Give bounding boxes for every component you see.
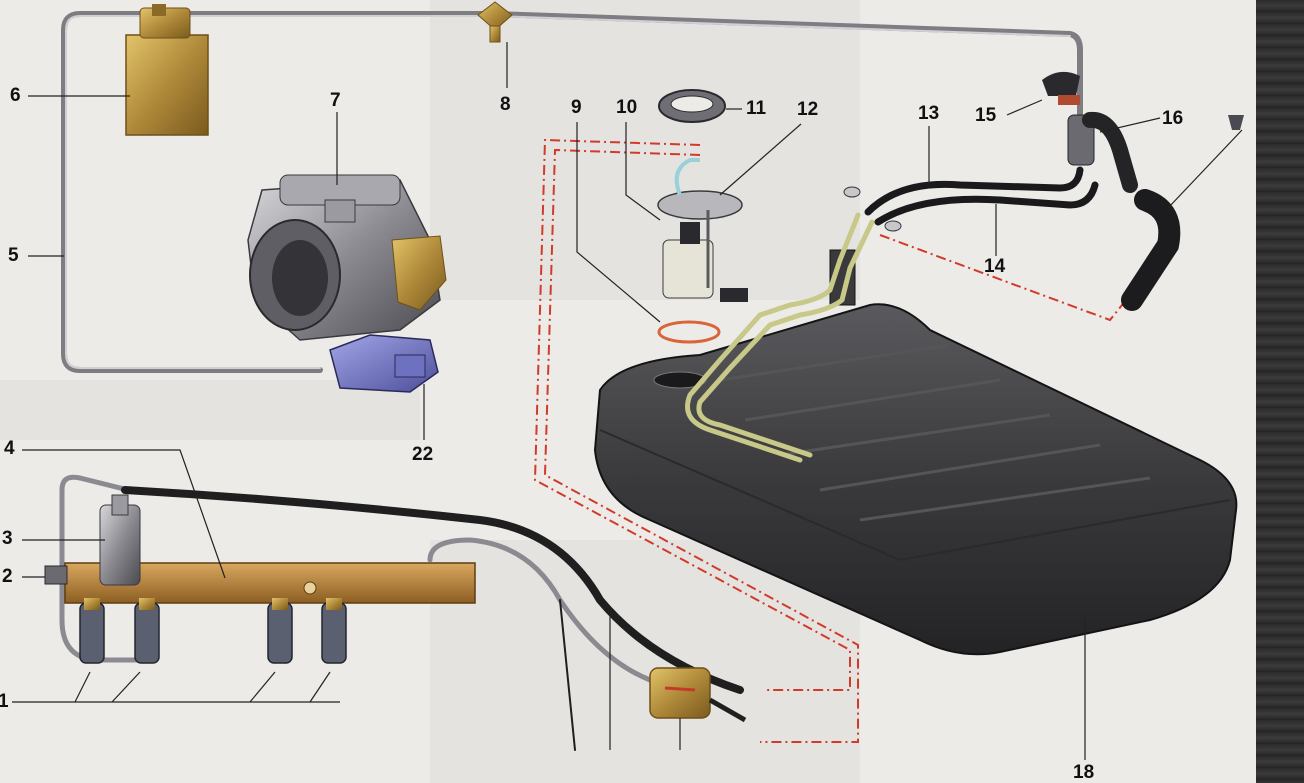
callout-2: 2 <box>2 566 13 587</box>
callout-12: 12 <box>797 99 819 120</box>
callout-18: 18 <box>1073 762 1095 783</box>
callout-13: 13 <box>918 103 940 124</box>
callout-3: 3 <box>2 528 13 549</box>
tee-connector <box>477 1 513 43</box>
o-ring-seal <box>657 320 721 344</box>
callout-15: 15 <box>975 105 997 126</box>
fuel-line-top-highlight <box>65 15 1071 369</box>
callout-1: 1 <box>0 691 9 712</box>
callout-6: 6 <box>10 85 21 106</box>
fuel-tank <box>593 249 1238 656</box>
carbon-canister <box>125 4 209 136</box>
callout-14: 14 <box>984 256 1006 277</box>
fuel-line-top <box>61 11 1083 373</box>
callout-16: 16 <box>1162 108 1184 129</box>
book-binding-edge <box>1256 0 1304 783</box>
callout-8: 8 <box>500 94 511 115</box>
throttle-body <box>247 174 447 341</box>
callout-5: 5 <box>8 245 19 266</box>
filler-hose <box>1121 189 1181 311</box>
callout-7: 7 <box>330 90 341 111</box>
hose-clamps <box>843 186 902 232</box>
callout-4: 4 <box>4 438 15 459</box>
callout-22: 22 <box>412 444 434 465</box>
fuel-filter <box>649 667 747 723</box>
callout-11: 11 <box>746 98 767 119</box>
fuel-rail-assembly <box>44 474 476 664</box>
lock-ring <box>658 89 726 123</box>
callout-9: 9 <box>571 97 582 118</box>
small-cap <box>1228 115 1244 130</box>
filler-neck-valve <box>1042 71 1138 193</box>
idle-air-control-sensor <box>329 334 439 393</box>
vent-tubes-on-tank <box>685 212 875 463</box>
fuel-pump-module <box>657 158 748 302</box>
vent-hoses <box>864 166 1099 226</box>
fuel-hoses-lower <box>121 486 744 751</box>
callout-10: 10 <box>616 97 638 118</box>
callout-leaders <box>12 42 1243 760</box>
